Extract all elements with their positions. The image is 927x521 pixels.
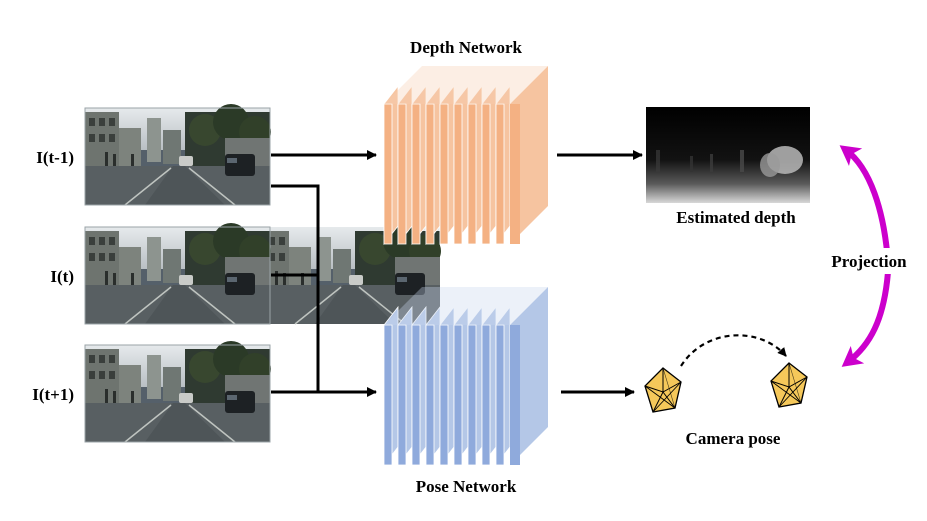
depth-network-title: Depth Network xyxy=(410,38,522,57)
pose-network-block xyxy=(383,287,548,466)
projection-label: Projection xyxy=(831,252,907,271)
depth-network-block xyxy=(383,66,548,245)
estimated-depth-label: Estimated depth xyxy=(676,208,796,227)
input-frame-curr xyxy=(84,222,442,325)
camera-motion-arrow xyxy=(680,334,787,367)
input-frame-next xyxy=(84,340,272,443)
input-frame-prev xyxy=(84,103,272,206)
input-connectors xyxy=(271,150,377,397)
frame-curr-label: I(t) xyxy=(50,267,74,286)
estimated-depth-map xyxy=(646,107,810,203)
pose-network-title: Pose Network xyxy=(416,477,517,496)
line-prev-to-bus xyxy=(271,184,320,392)
camera-pose-left xyxy=(644,367,682,413)
projection-arrow-down xyxy=(841,271,891,367)
camera-pose-label: Camera pose xyxy=(686,429,781,448)
frame-prev-label: I(t-1) xyxy=(36,148,74,167)
frame-next-label: I(t+1) xyxy=(32,385,74,404)
camera-pose-right xyxy=(770,362,808,408)
projection-arrow-up xyxy=(839,145,891,263)
